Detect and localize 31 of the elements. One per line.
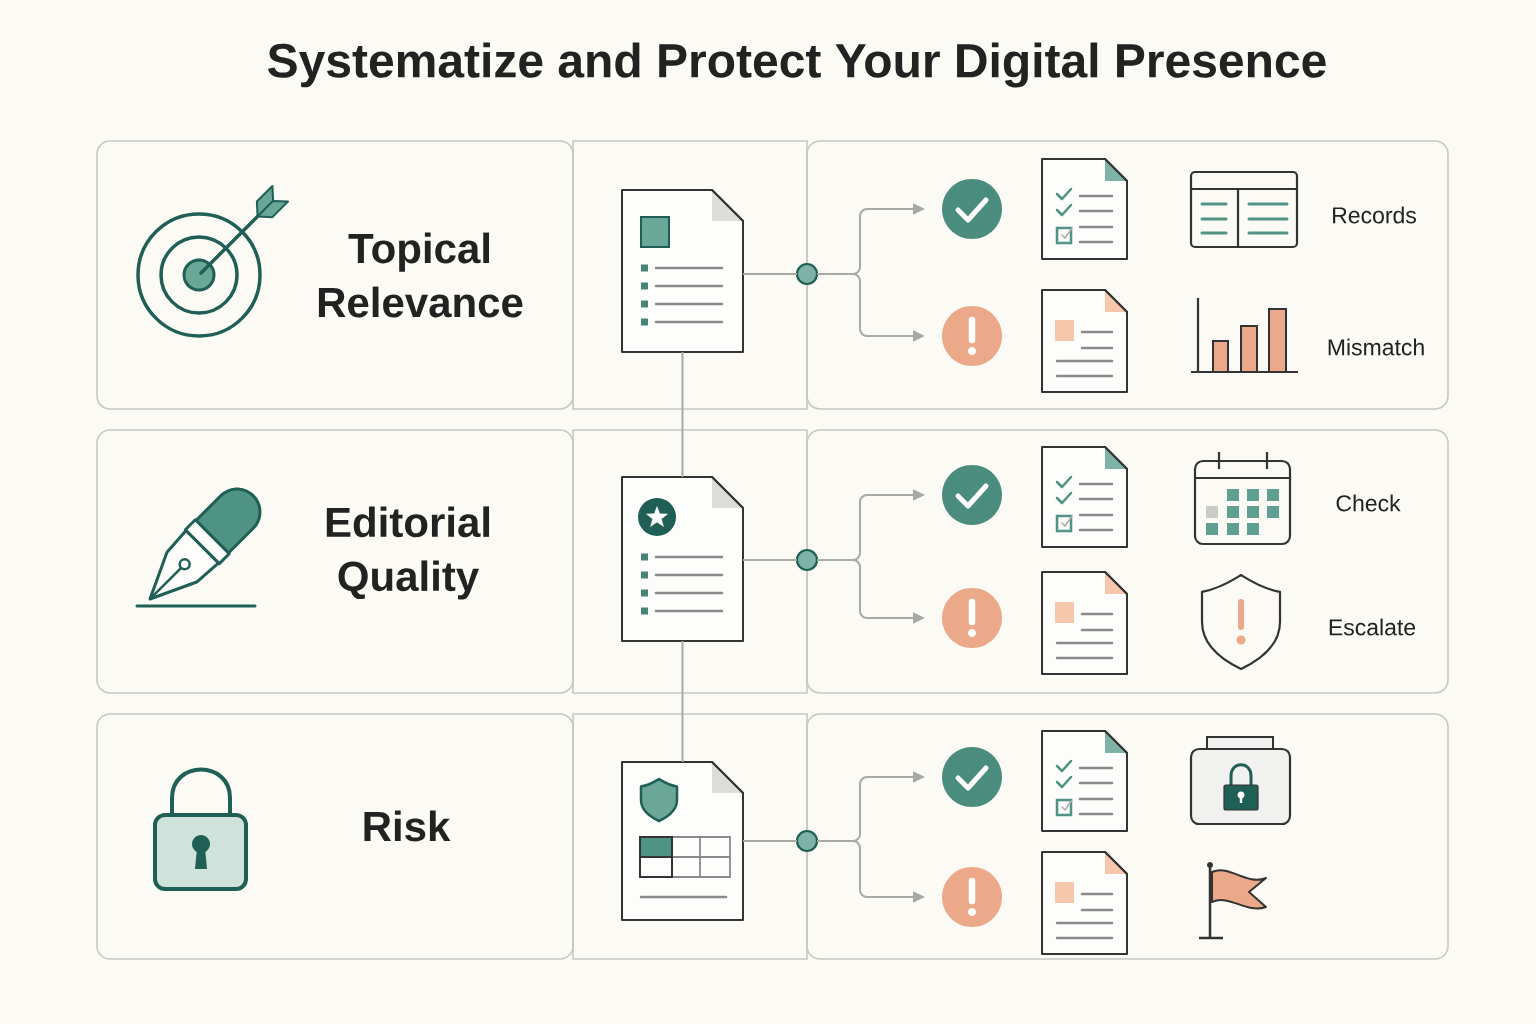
result-panel	[806, 429, 1449, 694]
item-label: Mismatch	[1328, 338, 1424, 356]
result-panel	[806, 140, 1449, 410]
check-icon	[942, 747, 1002, 807]
result-panel	[806, 713, 1449, 960]
check-icon	[942, 465, 1002, 525]
item-label: Records	[1333, 206, 1416, 224]
warning-icon	[942, 588, 1002, 648]
item-label: Check	[1336, 494, 1401, 512]
check-icon	[942, 179, 1002, 239]
panel-frame	[572, 140, 808, 410]
connector-line	[681, 351, 684, 478]
document-icon	[621, 189, 744, 353]
panel-frame	[572, 713, 808, 960]
warning-icon	[942, 867, 1002, 927]
connector-line	[742, 559, 798, 561]
category-title: Topical Relevance	[318, 232, 523, 318]
category-title: Risk	[364, 810, 451, 842]
document-icon	[621, 761, 744, 921]
junction-dot	[795, 829, 819, 853]
junction-dot	[795, 262, 819, 286]
connector-line	[742, 840, 798, 842]
warning-icon	[942, 306, 1002, 366]
category-title: Editorial Quality	[326, 506, 490, 600]
title: Systematize and Protect Your Digital Presence	[268, 42, 1326, 88]
panel-frame	[572, 429, 808, 694]
connector-line	[742, 273, 798, 275]
connector-line	[681, 640, 684, 763]
item-label: Escalate	[1329, 618, 1416, 636]
junction-dot	[795, 548, 819, 572]
document-icon	[621, 476, 744, 642]
